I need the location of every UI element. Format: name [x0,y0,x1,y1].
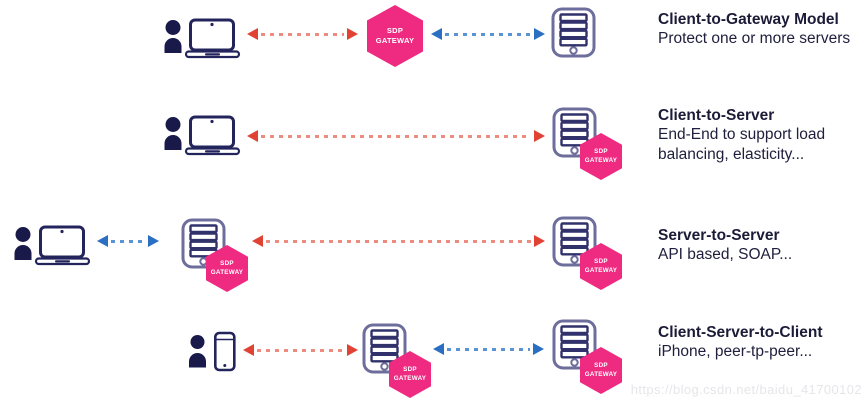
arrowhead-right-icon [533,343,544,355]
arrowhead-right-icon [534,130,545,142]
arrowhead-left-icon [252,235,263,247]
arrowhead-left-icon [243,344,254,356]
row-title: Client-Server-to-Client [658,324,823,341]
arrowhead-right-icon [347,28,358,40]
dashed-line [261,134,531,138]
arrowhead-left-icon [433,343,444,355]
sdp-gateway-label: SDP GATEWAY [375,25,415,46]
arrowhead-right-icon [534,235,545,247]
arrowhead-right-icon [148,235,159,247]
red-dashed-double-arrow [252,234,545,248]
sdp-gateway-label: SDP GATEWAY [584,257,618,274]
person-laptop-icon [163,17,243,60]
row-description: Protect one or more servers [658,30,851,47]
person-laptop-icon [13,224,93,267]
dashed-line [261,32,344,36]
arrowhead-left-icon [431,28,442,40]
row-description: End-End to support load balancing, elast… [658,126,826,163]
person-phone-icon [188,331,236,372]
dashed-line [111,239,145,243]
csdn-watermark: https://blog.csdn.net/baidu_41700102 [630,382,862,397]
row-caption: Server-to-Server API based, SOAP... [658,226,792,265]
sdp-gateway-label: SDP GATEWAY [584,147,618,164]
sdp-gateway-label: SDP GATEWAY [584,361,618,378]
arrowhead-right-icon [347,344,358,356]
red-dashed-double-arrow [247,27,358,41]
arrowhead-left-icon [247,28,258,40]
row-title: Server-to-Server [658,227,780,244]
arrowhead-left-icon [97,235,108,247]
dashed-line [257,348,344,352]
red-dashed-double-arrow [243,343,358,357]
arrowhead-left-icon [247,130,258,142]
dashed-line [447,347,530,351]
blue-dashed-double-arrow [433,342,544,356]
row-caption: Client-to-Server End-End to support load… [658,106,860,164]
person-laptop-icon [163,114,243,157]
red-dashed-double-arrow [247,129,545,143]
row-title: Client-to-Gateway Model [658,11,839,28]
sdp-gateway-hexagon: SDP GATEWAY [367,5,423,67]
sdp-gateway-hexagon: SDP GATEWAY [580,347,622,394]
arrowhead-right-icon [534,28,545,40]
dashed-line [445,32,531,36]
row-title: Client-to-Server [658,107,775,124]
blue-dashed-double-arrow [97,234,159,248]
sdp-gateway-label: SDP GATEWAY [393,365,427,382]
server-icon [551,7,596,58]
sdp-gateway-label: SDP GATEWAY [210,259,244,276]
blue-dashed-double-arrow [431,27,545,41]
dashed-line [266,239,531,243]
row-description: iPhone, peer-tp-peer... [658,343,813,360]
sdp-gateway-hexagon: SDP GATEWAY [389,351,431,398]
row-caption: Client-Server-to-Client iPhone, peer-tp-… [658,323,823,362]
row-caption: Client-to-Gateway Model Protect one or m… [658,10,850,49]
row-description: API based, SOAP... [658,246,793,263]
